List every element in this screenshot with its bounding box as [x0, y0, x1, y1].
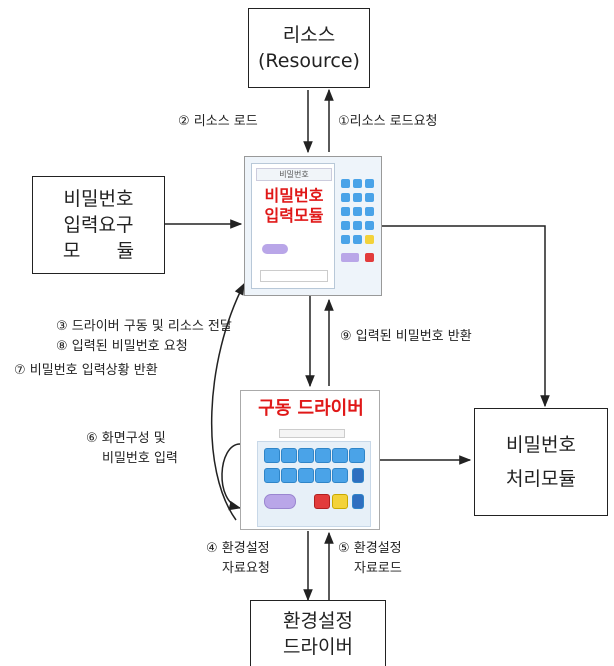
module-action-pill[interactable]	[262, 244, 288, 254]
config-driver-box: 환경설정 드라이버	[250, 600, 386, 666]
label-step2: ② 리소스 로드	[178, 114, 258, 129]
processing-module-line1: 비밀번호	[506, 434, 576, 456]
request-module-line3: 모 듈	[62, 240, 135, 262]
label-step1: ①리소스 로드요청	[338, 114, 438, 129]
resource-title: 리소스	[282, 24, 336, 46]
password-input-module-screen: 비밀번호 비밀번호 입력모듈	[244, 156, 382, 296]
module-key[interactable]	[341, 235, 350, 244]
module-key-yellow[interactable]	[365, 235, 374, 244]
driver-key[interactable]	[315, 448, 331, 463]
label-step9: ⑨ 입력된 비밀번호 반환	[340, 329, 472, 344]
label-step8: ⑧ 입력된 비밀번호 요청	[56, 339, 188, 354]
driver-key[interactable]	[315, 468, 331, 483]
module-title-line1: 비밀번호	[264, 186, 324, 205]
label-step5-line1: ⑤ 환경설정	[338, 541, 402, 556]
module-key[interactable]	[353, 221, 362, 230]
driver-title: 구동 드라이버	[258, 398, 364, 419]
password-processing-module-box: 비밀번호 처리모듈	[474, 408, 608, 516]
module-key-purple[interactable]	[341, 253, 359, 262]
driver-key[interactable]	[264, 468, 280, 483]
resource-subtitle: (Resource)	[258, 50, 360, 72]
processing-module-line2: 처리모듈	[506, 468, 576, 490]
module-key[interactable]	[341, 207, 350, 216]
driver-key[interactable]	[298, 468, 314, 483]
module-key[interactable]	[353, 193, 362, 202]
request-module-line1: 비밀번호	[63, 188, 134, 210]
label-step7: ⑦ 비밀번호 입력상황 반환	[14, 363, 158, 378]
module-key[interactable]	[341, 179, 350, 188]
arrow-status-return	[210, 282, 245, 521]
label-step5-line2: 자료로드	[354, 561, 402, 576]
driver-key-dark[interactable]	[352, 468, 364, 483]
module-key[interactable]	[365, 207, 374, 216]
driver-key[interactable]	[281, 448, 297, 463]
module-key[interactable]	[353, 179, 362, 188]
driver-key[interactable]	[332, 468, 348, 483]
config-driver-line2: 드라이버	[283, 635, 353, 658]
driver-keypad	[257, 441, 371, 527]
driver-key[interactable]	[349, 448, 365, 463]
config-driver-line1: 환경설정	[283, 609, 353, 632]
label-step3: ③ 드라이버 구동 및 리소스 전달	[56, 319, 232, 334]
driver-key[interactable]	[281, 468, 297, 483]
driver-key-blue[interactable]	[352, 494, 364, 509]
driver-screen: 구동 드라이버	[240, 390, 380, 530]
driver-key[interactable]	[298, 448, 314, 463]
driver-key-yellow[interactable]	[332, 494, 348, 509]
module-key[interactable]	[365, 179, 374, 188]
label-step6-line1: ⑥ 화면구성 및	[86, 431, 166, 446]
module-key[interactable]	[353, 235, 362, 244]
module-key[interactable]	[365, 193, 374, 202]
module-subtitle: 비밀번호	[256, 168, 332, 181]
module-key[interactable]	[353, 207, 362, 216]
label-step4-line2: 자료요청	[222, 561, 270, 576]
module-key-red[interactable]	[365, 253, 374, 262]
driver-key[interactable]	[332, 448, 348, 463]
module-title: 비밀번호 입력모듈	[254, 186, 334, 226]
driver-key-purple[interactable]	[264, 494, 296, 509]
module-key[interactable]	[365, 221, 374, 230]
module-input-panel: 비밀번호 비밀번호 입력모듈	[251, 163, 335, 289]
driver-input-bar[interactable]	[279, 429, 345, 438]
module-password-field[interactable]	[260, 270, 328, 282]
module-title-line2: 입력모듈	[264, 206, 324, 225]
module-key[interactable]	[341, 221, 350, 230]
arrow-module-to-processing	[382, 225, 550, 408]
driver-key-red[interactable]	[314, 494, 330, 509]
label-step4-line1: ④ 환경설정	[206, 541, 270, 556]
driver-key[interactable]	[264, 448, 280, 463]
arrow-screen-loop	[221, 443, 242, 511]
label-step6-line2: 비밀번호 입력	[102, 451, 178, 466]
resource-box: 리소스 (Resource)	[248, 8, 370, 88]
password-request-module-box: 비밀번호 입력요구 모 듈	[32, 176, 165, 274]
request-module-line2: 입력요구	[63, 214, 134, 236]
module-key[interactable]	[341, 193, 350, 202]
